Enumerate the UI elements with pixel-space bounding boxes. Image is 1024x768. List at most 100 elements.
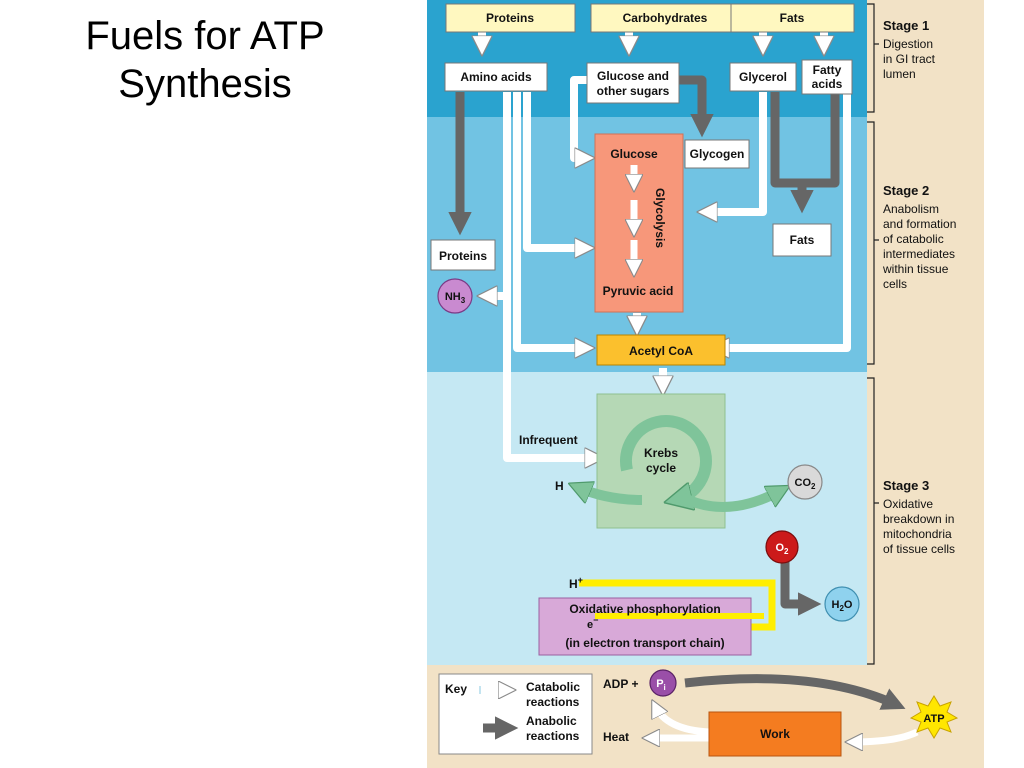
co2-label-sub: 2 bbox=[811, 482, 816, 491]
stage3-line-1: Oxidative bbox=[883, 497, 933, 511]
side-panel bbox=[867, 0, 984, 665]
adp-label: ADP + bbox=[603, 677, 638, 691]
arrow-adp-to-atp bbox=[684, 674, 906, 710]
proteins-label: Proteins bbox=[486, 11, 534, 25]
slide-title-line-1: Fuels for ATP bbox=[85, 14, 325, 58]
stage2-line-6: cells bbox=[883, 277, 907, 291]
key-anabolic-line-1: Anabolic bbox=[526, 714, 577, 728]
fats-label: Fats bbox=[780, 11, 805, 25]
etc-label: (in electron transport chain) bbox=[565, 636, 724, 650]
slide-title-line-2: Synthesis bbox=[118, 62, 292, 106]
arrow-amino-infrequent bbox=[503, 92, 597, 458]
key-label: Key bbox=[445, 682, 467, 696]
fatty-acids-line-2: acids bbox=[812, 77, 843, 91]
arrow-sugars-to-glucose bbox=[570, 76, 592, 158]
h-plus-label-sup: + bbox=[578, 575, 583, 585]
krebs-line-2: cycle bbox=[646, 461, 676, 475]
h-plus-label-main: H bbox=[569, 577, 578, 591]
stage2-line-1: Anabolism bbox=[883, 202, 939, 216]
nh3-label-sub: 3 bbox=[461, 296, 466, 305]
acetyl-coa-box bbox=[596, 334, 726, 366]
glycolysis-label: Glycolysis bbox=[653, 188, 667, 248]
carbohydrates-label: Carbohydrates bbox=[623, 11, 708, 25]
fatty-acids-line-1: Fatty bbox=[813, 63, 842, 77]
proteins-tissue-box bbox=[430, 239, 496, 271]
co2-label: CO2 bbox=[795, 477, 817, 491]
nh3-label: NH3 bbox=[445, 291, 466, 305]
work-label: Work bbox=[760, 727, 790, 741]
glucose-sugars-box bbox=[586, 62, 680, 104]
e-minus-label-main: e bbox=[587, 619, 593, 631]
proteins-tissue-label: Proteins bbox=[439, 249, 487, 263]
electron-line-h-plus bbox=[579, 579, 776, 631]
amino-acids-label: Amino acids bbox=[460, 70, 532, 84]
arrow-glycerol-to-fats bbox=[770, 92, 814, 214]
heat-label: Heat bbox=[603, 730, 629, 744]
o2-label-sub: 2 bbox=[784, 547, 789, 556]
krebs-arrow-to-h bbox=[577, 487, 643, 505]
glucose-sugars-line-1: Glucose and bbox=[597, 69, 669, 83]
stage2-bracket bbox=[867, 121, 879, 365]
stage2-title: Stage 2 bbox=[883, 183, 929, 198]
ox-phos-yellow-bar bbox=[595, 613, 753, 619]
h-plus-label: H+ bbox=[569, 575, 583, 591]
arrow-work-to-adp bbox=[655, 706, 710, 736]
fats-tissue-label: Fats bbox=[790, 233, 815, 247]
infrequent-label: Infrequent bbox=[519, 433, 578, 447]
stage2-line-2: and formation bbox=[883, 217, 956, 231]
fats-box bbox=[730, 3, 855, 33]
stage3-line-4: of tissue cells bbox=[883, 542, 955, 556]
stage2-line-5: within tissue bbox=[882, 262, 949, 276]
o2-label: O2 bbox=[775, 542, 789, 556]
arrow-sugars-to-glycogen bbox=[679, 75, 714, 138]
ox-phos-label: Oxidative phosphorylation bbox=[569, 602, 720, 616]
stage1-line-2: in GI tract bbox=[883, 52, 936, 66]
metabolism-diagram-svg: Stage 1 Digestion in GI tract lumen Stag… bbox=[427, 0, 984, 768]
ox-phos-box bbox=[538, 597, 752, 656]
nh3-label-main: NH bbox=[445, 291, 461, 303]
pi-ball bbox=[649, 669, 677, 697]
o2-ball bbox=[765, 530, 799, 564]
co2-ball bbox=[787, 464, 823, 500]
arrow-o2-to-h2o bbox=[780, 558, 822, 616]
stage1-bracket bbox=[867, 3, 879, 113]
metabolism-diagram: Stage 1 Digestion in GI tract lumen Stag… bbox=[427, 0, 984, 768]
arrow-glycerol-to-glycolysis bbox=[705, 92, 767, 212]
glycogen-box bbox=[684, 139, 750, 169]
key-catabolic-line-2: reactions bbox=[526, 695, 580, 709]
pi-label: Pi bbox=[656, 678, 666, 692]
krebs-line-1: Krebs bbox=[644, 446, 678, 460]
stage3-line-3: mitochondria bbox=[883, 527, 952, 541]
glycerol-label: Glycerol bbox=[739, 70, 787, 84]
h2o-ball bbox=[824, 586, 860, 622]
arrow-fatty-to-fats bbox=[802, 92, 840, 188]
stage3-title: Stage 3 bbox=[883, 478, 929, 493]
glucose-sugars-line-2: other sugars bbox=[597, 84, 670, 98]
e-minus-label-sup: − bbox=[593, 615, 598, 625]
pi-label-main: P bbox=[656, 678, 663, 690]
key-anabolic-line-2: reactions bbox=[526, 729, 580, 743]
krebs-arrow-to-co2 bbox=[679, 490, 782, 512]
slide-title: Fuels for ATP Synthesis bbox=[40, 12, 370, 108]
nh3-ball bbox=[437, 278, 473, 314]
stage2-line-4: intermediates bbox=[883, 247, 955, 261]
atp-label: ATP bbox=[923, 713, 944, 725]
acetyl-coa-label: Acetyl CoA bbox=[629, 344, 693, 358]
stage1-title: Stage 1 bbox=[883, 18, 929, 33]
h2o-label-sub: 2 bbox=[839, 604, 844, 613]
fatty-acids-box bbox=[801, 59, 853, 95]
arrow-fatty-to-acetyl bbox=[717, 92, 851, 348]
co2-label-main: CO bbox=[795, 477, 812, 489]
work-box bbox=[708, 711, 842, 757]
h2o-label: H2O bbox=[832, 599, 853, 613]
krebs-cycle-ring bbox=[620, 415, 712, 500]
key-catabolic-line-1: Catabolic bbox=[526, 680, 580, 694]
amino-acids-box bbox=[444, 62, 548, 92]
h2o-label-main: H bbox=[832, 599, 840, 611]
arrow-amino-to-acetyl bbox=[513, 92, 587, 348]
carbohydrates-box bbox=[590, 3, 740, 33]
h2o-label-end: O bbox=[844, 599, 853, 611]
stage3-bracket bbox=[867, 377, 879, 665]
arrow-amino-to-pyruvic bbox=[523, 92, 587, 248]
stage2-line-3: of catabolic bbox=[883, 232, 944, 246]
